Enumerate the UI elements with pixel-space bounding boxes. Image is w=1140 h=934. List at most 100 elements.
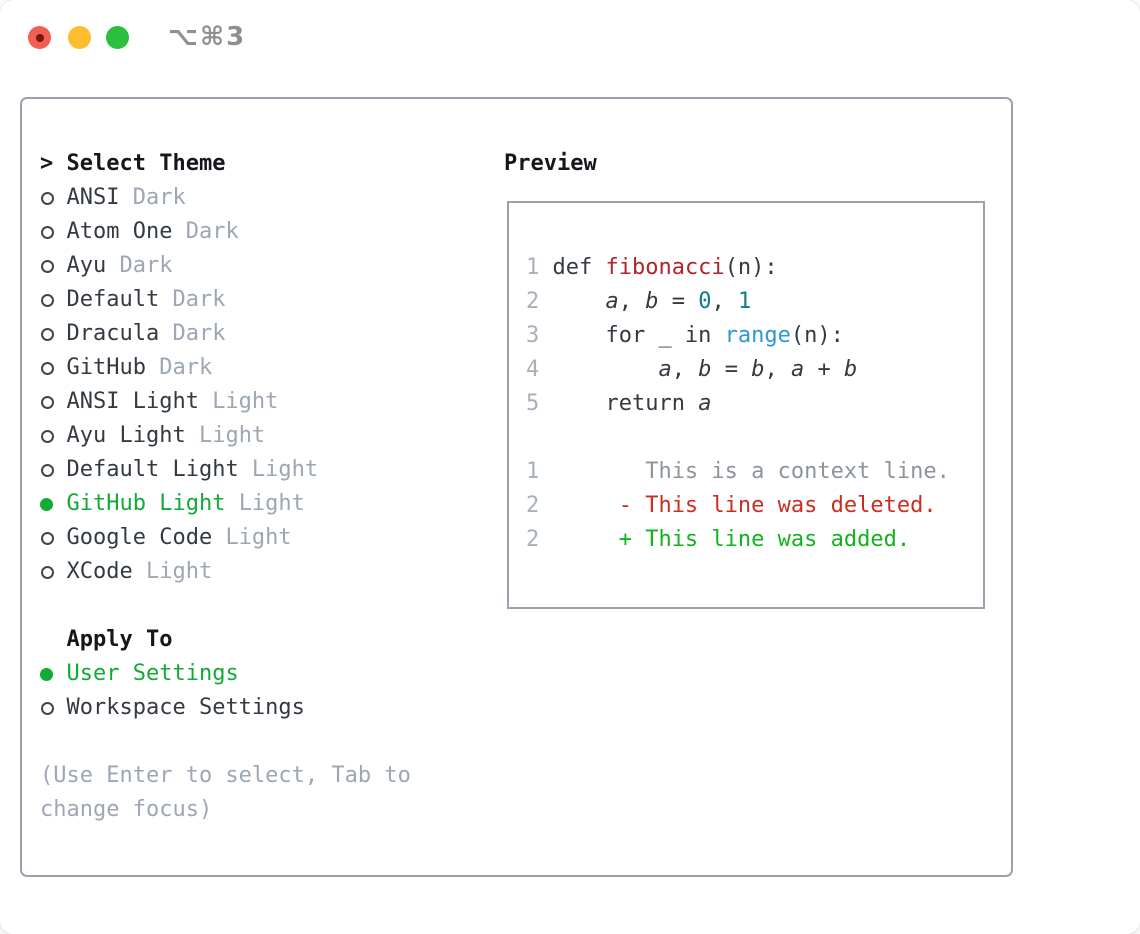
radio-unselected-icon: [41, 463, 54, 477]
radio-unselected-icon: [41, 565, 54, 579]
code-token: return: [552, 391, 699, 416]
option-label: ANSI: [66, 185, 120, 210]
theme-variant-tag: Dark: [119, 253, 173, 278]
select-theme-header: > Select Theme: [40, 147, 411, 181]
code-token: [552, 289, 605, 314]
code-token: +: [804, 357, 844, 382]
code-line: [526, 421, 950, 455]
theme-option-default[interactable]: Default Dark: [40, 283, 411, 317]
line-number: 4: [526, 357, 540, 382]
code-token: ,: [764, 357, 791, 382]
theme-option-dracula[interactable]: Dracula Dark: [40, 317, 411, 351]
theme-variant-tag: Light: [212, 389, 279, 414]
radio-unselected-icon: [41, 225, 54, 239]
code-token: range: [724, 323, 791, 348]
line-number: 2: [526, 493, 540, 518]
theme-variant-tag: Dark: [172, 287, 226, 312]
theme-variant-tag: Light: [238, 491, 305, 516]
spacer-row: [40, 589, 411, 623]
option-label: Google Code: [66, 525, 213, 550]
preview-title: Preview: [504, 151, 597, 176]
line-number: 1: [526, 459, 540, 484]
line-number: 5: [526, 391, 540, 416]
code-token: =: [711, 357, 752, 382]
code-token: fibonacci: [605, 255, 725, 280]
radio-unselected-icon: [41, 395, 54, 409]
radio-unselected-icon: [41, 191, 54, 205]
code-token: ,: [618, 289, 646, 314]
code-token: ,: [711, 289, 738, 314]
theme-variant-tag: Light: [251, 457, 319, 482]
minimize-button[interactable]: [68, 26, 91, 49]
theme-variant-tag: Light: [198, 423, 266, 448]
option-label: ANSI Light: [66, 389, 199, 414]
theme-variant-tag: Dark: [172, 321, 226, 346]
option-label: Default: [66, 287, 160, 312]
code-token: def: [552, 255, 606, 280]
code-token: a: [658, 357, 672, 382]
radio-unselected-icon: [41, 361, 54, 375]
hint-line: change focus): [40, 797, 213, 822]
apply-option-workspace-settings[interactable]: Workspace Settings: [40, 691, 411, 725]
radio-selected-icon: [40, 497, 53, 511]
close-button[interactable]: [28, 26, 51, 49]
apply-to-title: Apply To: [66, 627, 173, 652]
code-token: ,: [671, 357, 699, 382]
code-token: =: [658, 289, 699, 314]
select-theme-title: Select Theme: [66, 151, 226, 176]
code-line: 4 a, b = b, a + b: [526, 353, 950, 387]
option-label: Dracula: [66, 321, 160, 346]
unsaved-changes-dot: [35, 33, 44, 42]
radio-unselected-icon: [41, 327, 54, 341]
theme-option-google-code[interactable]: Google Code Light: [40, 521, 411, 555]
theme-option-atom-one[interactable]: Atom One Dark: [40, 215, 411, 249]
titlebar: ⌥⌘3: [0, 0, 1140, 75]
code-token: (n):: [790, 323, 844, 348]
radio-selected-icon: [40, 667, 53, 681]
code-token: + This line was added.: [552, 527, 911, 552]
option-label: Workspace Settings: [66, 695, 305, 720]
zoom-button[interactable]: [106, 26, 129, 49]
diff-line-deleted: 2 - This line was deleted.: [526, 489, 950, 523]
code-token: b: [751, 357, 765, 382]
apply-to-header: Apply To: [40, 623, 411, 657]
option-label: XCode: [66, 559, 133, 584]
radio-unselected-icon: [41, 701, 54, 715]
code-line: 3 for _ in range(n):: [526, 319, 950, 353]
code-line: 5 return a: [526, 387, 950, 421]
option-label: Atom One: [66, 219, 173, 244]
code-token: 1: [737, 289, 752, 314]
theme-option-ansi-light[interactable]: ANSI Light Light: [40, 385, 411, 419]
radio-unselected-icon: [41, 531, 54, 545]
radio-unselected-icon: [41, 429, 54, 443]
window-title: ⌥⌘3: [168, 22, 247, 52]
apply-option-user-settings[interactable]: User Settings: [40, 657, 411, 691]
code-token: a: [605, 289, 619, 314]
theme-option-ansi[interactable]: ANSI Dark: [40, 181, 411, 215]
radio-unselected-icon: [41, 259, 54, 273]
code-token: [552, 357, 658, 382]
code-token: b: [698, 357, 712, 382]
line-number: 2: [526, 289, 540, 314]
theme-variant-tag: Dark: [132, 185, 186, 210]
prompt-caret-icon: >: [40, 151, 54, 176]
code-line: 2 a, b = 0, 1: [526, 285, 950, 319]
theme-variant-tag: Dark: [185, 219, 239, 244]
code-token: a: [698, 391, 712, 416]
line-number: 2: [526, 527, 540, 552]
code-token: - This line was deleted.: [552, 493, 937, 518]
theme-variant-tag: Light: [225, 525, 292, 550]
